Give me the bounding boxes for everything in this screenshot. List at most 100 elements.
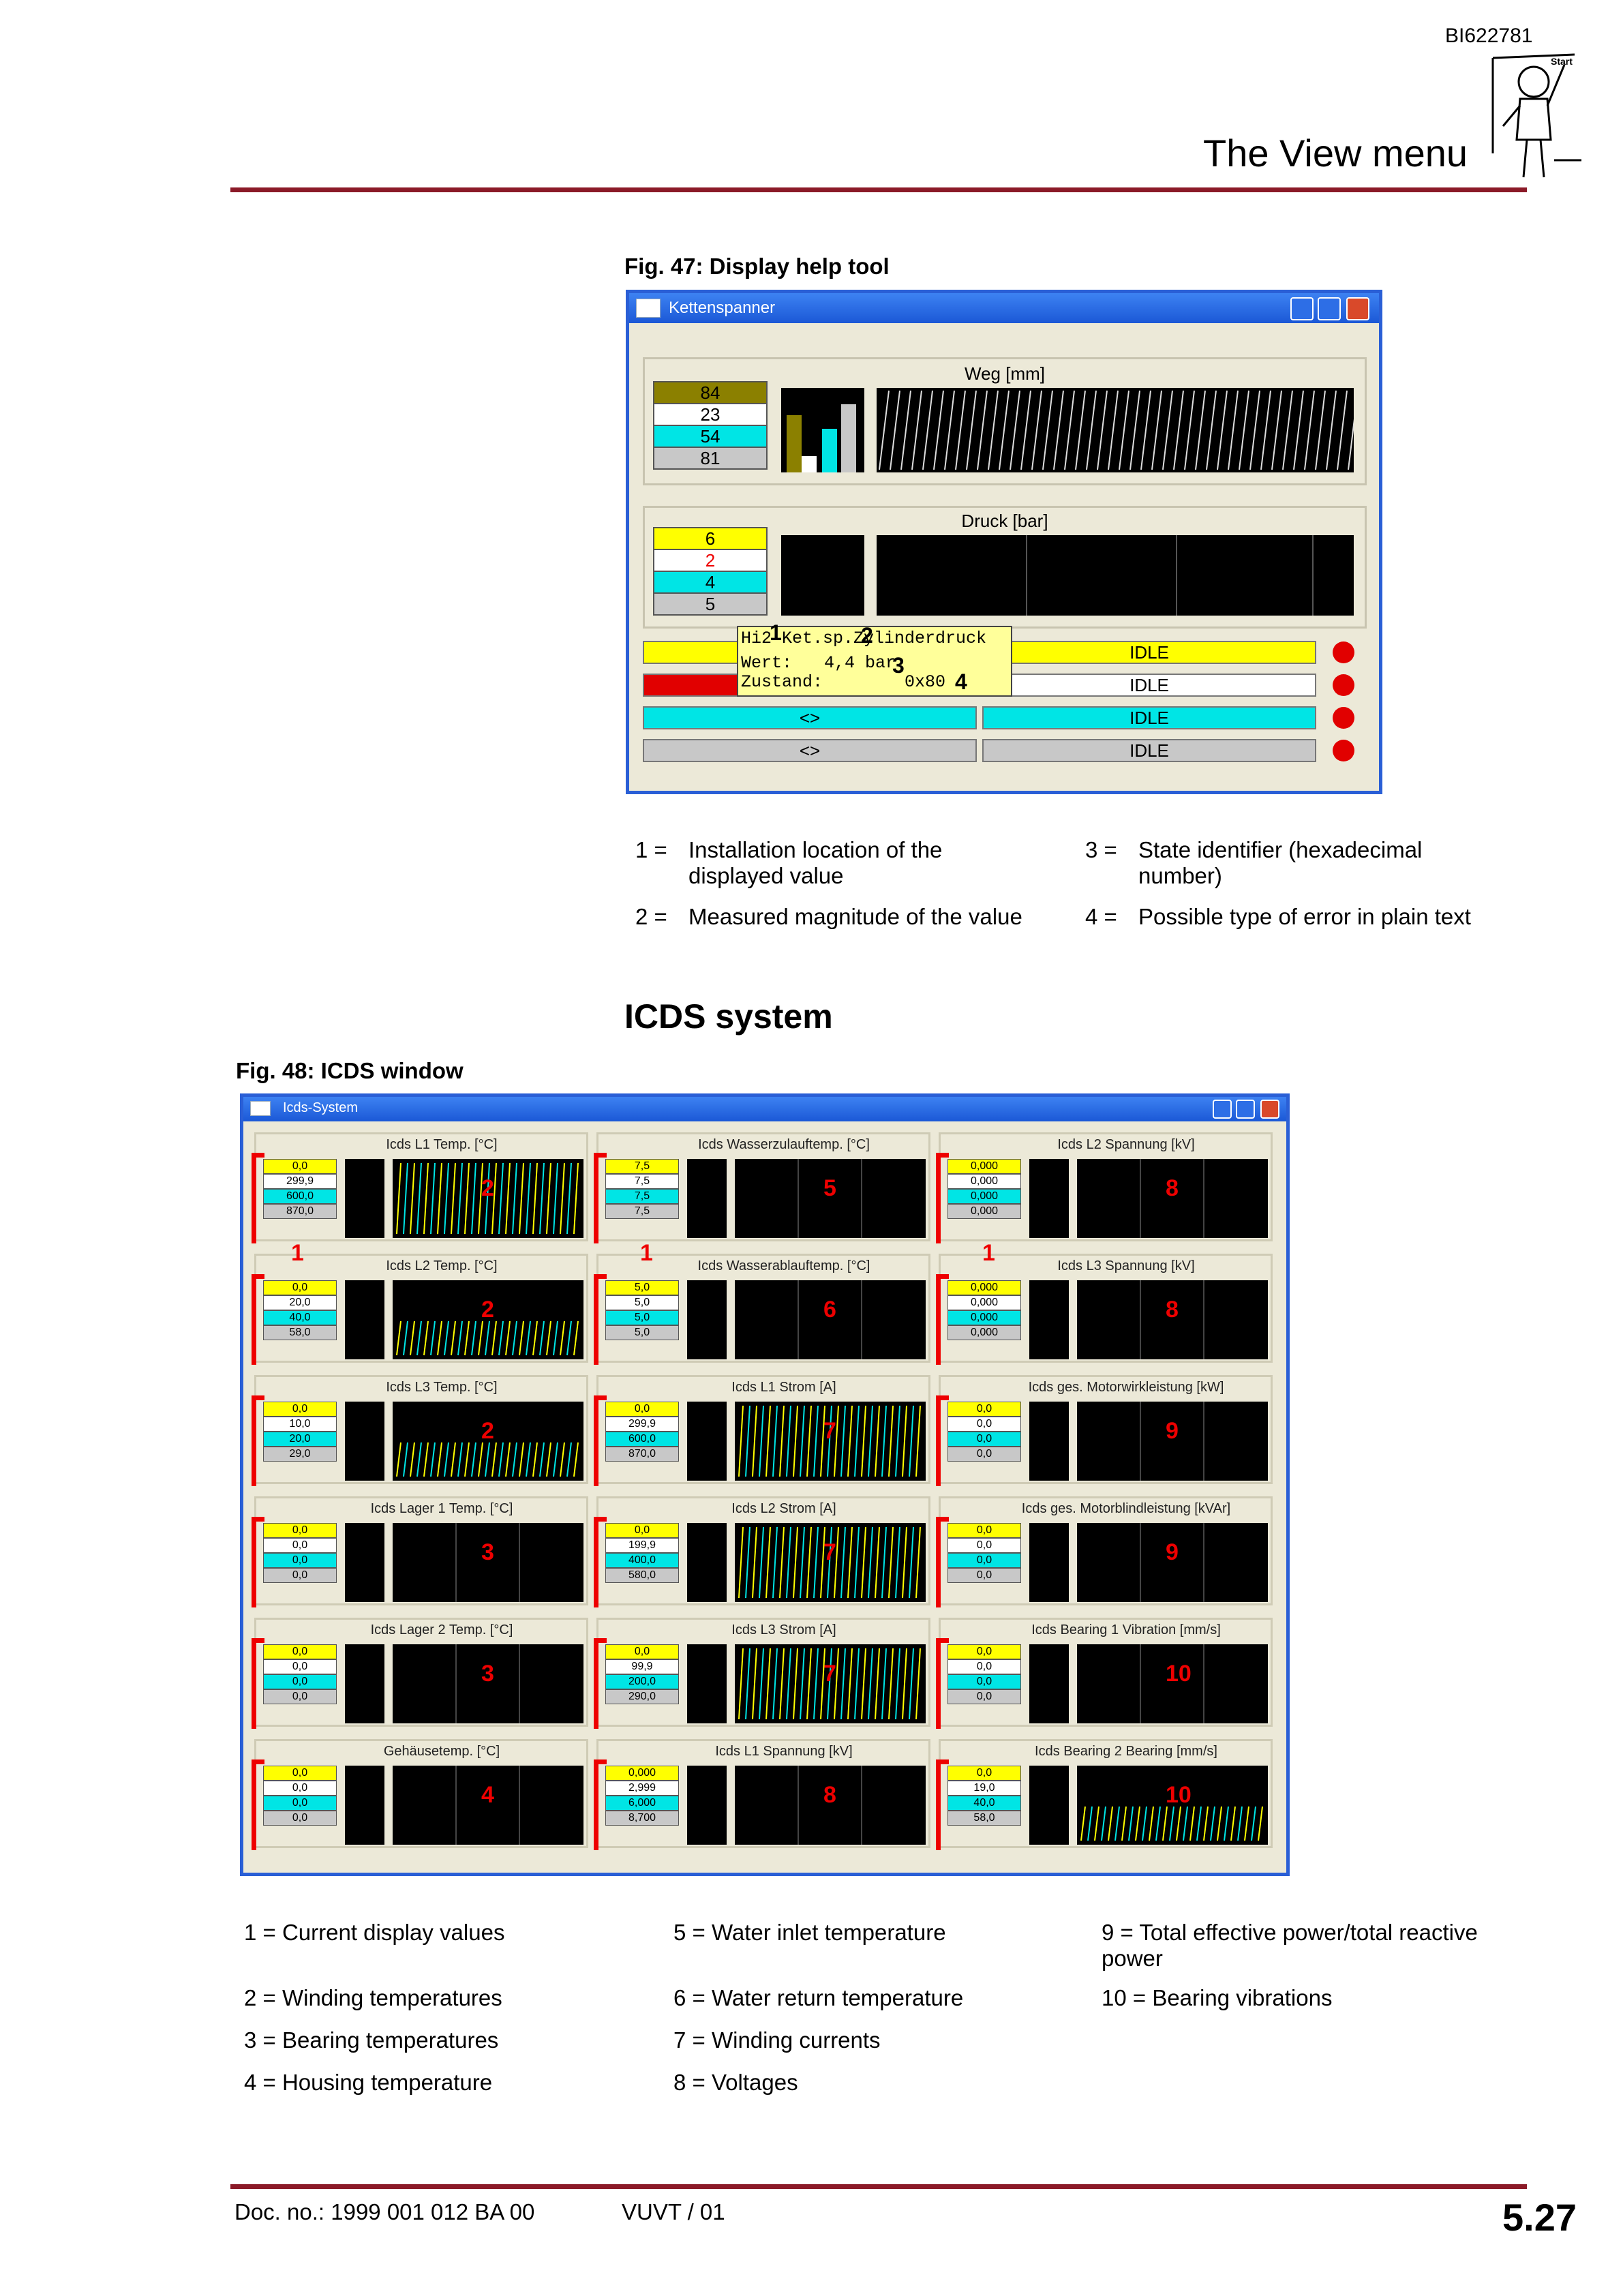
icds-cell-value: 200,0 — [605, 1674, 679, 1689]
icds-cell-value: 0,0 — [947, 1447, 1021, 1462]
icds-cell-value: 0,0 — [263, 1796, 337, 1811]
tooltip-marker-1: 1 — [770, 620, 782, 645]
icds-cell-value: 0,0 — [263, 1538, 337, 1553]
value-bracket — [594, 1759, 607, 1850]
icds-cell-minibar — [345, 1766, 384, 1845]
icds-cell-value: 0,0 — [947, 1523, 1021, 1538]
icds-cell-value: 20,0 — [263, 1295, 337, 1310]
icds-app-icon — [250, 1101, 271, 1116]
icds-cell-title: Icds Wasserablauftemp. [°C] — [697, 1258, 870, 1273]
icds-cell-minibar — [345, 1280, 384, 1359]
fig47-caption: Fig. 47: Display help tool — [624, 254, 890, 279]
icds-titlebar[interactable]: Icds-System — [243, 1097, 1286, 1121]
icds-close-button[interactable] — [1260, 1100, 1279, 1119]
icds-cell-mark: 7 — [823, 1418, 836, 1444]
row-mark-3: 1 — [982, 1240, 995, 1266]
status-led-3 — [1333, 707, 1354, 729]
icds-cell-value: 58,0 — [263, 1325, 337, 1340]
icds-cell-value: 0,0 — [263, 1523, 337, 1538]
icds-cell-value: 0,0 — [947, 1659, 1021, 1674]
status-led-1 — [1333, 641, 1354, 663]
icds-legend-4: 4 = Housing temperature — [244, 2070, 493, 2095]
status-row-4-left[interactable]: <> — [643, 739, 977, 762]
status-row-1-right[interactable]: IDLE — [982, 641, 1316, 664]
legend-num-3: 3 = — [1085, 837, 1117, 862]
kettenspanner-window: Kettenspanner Weg [mm] 84 23 54 81 Druck… — [626, 290, 1382, 794]
icds-cell-minibar — [1029, 1280, 1069, 1359]
maximize-button[interactable] — [1318, 297, 1341, 320]
tooltip-marker-3: 3 — [892, 653, 905, 678]
icds-cell-value: 7,5 — [605, 1174, 679, 1189]
tooltip-marker-2: 2 — [861, 623, 873, 648]
weg-value-2: 23 — [653, 403, 768, 426]
status-row-4-right[interactable]: IDLE — [982, 739, 1316, 762]
icds-cell-graph — [393, 1280, 583, 1359]
status-led-4 — [1333, 740, 1354, 761]
icds-legend-10: 10 = Bearing vibrations — [1102, 1985, 1333, 2010]
icds-cell-value: 5,0 — [605, 1280, 679, 1295]
window-titlebar[interactable]: Kettenspanner — [629, 293, 1379, 323]
icds-cell-value: 0,000 — [947, 1310, 1021, 1325]
value-bracket — [936, 1153, 949, 1243]
icds-legend-9: 9 = Total effective power/total reactive… — [1102, 1920, 1478, 1971]
icds-cell-graph — [1077, 1644, 1268, 1723]
icds-cell-minibar — [687, 1523, 727, 1602]
icds-maximize-button[interactable] — [1236, 1100, 1255, 1119]
status-row-3-right[interactable]: IDLE — [982, 706, 1316, 729]
icds-cell-value: 29,0 — [263, 1447, 337, 1462]
icds-cell-value: 0,0 — [947, 1402, 1021, 1417]
druck-value-1: 6 — [653, 527, 768, 550]
icds-cell-graph — [735, 1159, 926, 1238]
icds-cell-minibar — [345, 1159, 384, 1238]
weg-value-3: 54 — [653, 425, 768, 448]
icds-cell-graph — [1077, 1523, 1268, 1602]
legend-num-1: 1 = — [635, 837, 667, 862]
icds-cell-title: Icds L1 Temp. [°C] — [386, 1137, 498, 1152]
doc-id: BI622781 — [1445, 25, 1533, 47]
minimize-button[interactable] — [1290, 297, 1314, 320]
icds-cell-value: 0,0 — [263, 1280, 337, 1295]
status-row-2-right[interactable]: IDLE — [982, 674, 1316, 697]
close-button[interactable] — [1346, 297, 1369, 320]
icds-cell-title: Icds ges. Motorblindleistung [kVAr] — [1021, 1501, 1231, 1516]
icds-cell-minibar — [687, 1644, 727, 1723]
status-row-3-left[interactable]: <> — [643, 706, 977, 729]
icds-cell-mark: 7 — [823, 1539, 836, 1565]
druck-value-4: 5 — [653, 592, 768, 616]
weg-value-4: 81 — [653, 447, 768, 470]
row-mark-2: 1 — [640, 1240, 653, 1266]
icds-cell-value: 2,999 — [605, 1781, 679, 1796]
window-app-icon — [636, 299, 661, 318]
mascot-icon: Start — [1491, 53, 1581, 178]
icds-cell-value: 5,0 — [605, 1325, 679, 1340]
icds-cell-value: 0,000 — [947, 1174, 1021, 1189]
icds-cell-graph — [1077, 1280, 1268, 1359]
icds-cell-minibar — [345, 1644, 384, 1723]
icds-cell-value: 0,0 — [947, 1432, 1021, 1447]
icds-cell-value: 600,0 — [263, 1189, 337, 1204]
icds-cell-title: Icds L3 Temp. [°C] — [386, 1380, 498, 1395]
icds-cell-minibar — [1029, 1523, 1069, 1602]
icds-cell-value: 0,0 — [947, 1553, 1021, 1568]
value-bracket — [594, 1638, 607, 1729]
icds-minimize-button[interactable] — [1213, 1100, 1232, 1119]
value-bracket — [936, 1395, 949, 1486]
window-title: Kettenspanner — [669, 299, 776, 317]
icds-cell-value: 0,0 — [605, 1523, 679, 1538]
value-bracket — [252, 1395, 264, 1486]
